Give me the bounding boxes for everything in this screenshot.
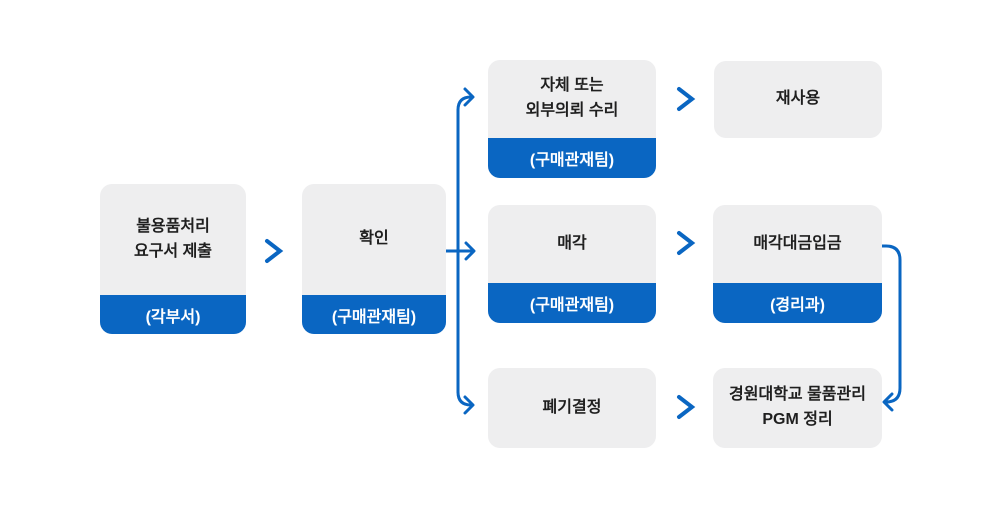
flow-node-pgm-cleanup: 경원대학교 물품관리 PGM 정리 [713,368,882,448]
node-label: 확인 [359,230,389,248]
node-label: 매각 [557,234,587,252]
node-department-band: (구매관재팀) [488,138,656,178]
flow-node-confirm: 확인 (구매관재팀) [302,184,446,334]
node-label: 경원대학교 물품관리 PGM 정리 [729,386,866,428]
chevron-right-icon [677,231,696,255]
chevron-right-icon [265,239,284,263]
arrowhead-to-pgm-icon [882,392,894,412]
node-label: 폐기결정 [542,398,602,416]
flow-node-sale: 매각 (구매관재팀) [488,205,656,323]
arrowhead-to-repair-icon [463,87,475,107]
node-label: 자체 또는 외부의뢰 수리 [525,77,619,119]
flow-node-reuse: 재사용 [714,61,882,138]
arrowhead-to-discard-icon [463,395,475,415]
node-label: 매각대금입금 [753,234,842,252]
flow-node-discard-decision: 폐기결정 [488,368,656,448]
node-department-band: (구매관재팀) [488,283,656,323]
chevron-right-icon [677,87,696,111]
node-department-band: (경리과) [713,283,882,323]
branch-connector-top-curve [456,95,473,112]
flow-node-repair: 자체 또는 외부의뢰 수리 (구매관재팀) [488,60,656,178]
chevron-right-icon [677,395,696,419]
return-connector [880,244,902,404]
node-label: 재사용 [775,90,821,108]
node-department-band: (구매관재팀) [302,295,446,334]
flow-node-request-submit: 불용품처리 요구서 제출 (각부서) [100,184,246,334]
branch-connector-bottom-curve [456,390,473,407]
arrowhead-to-sale-icon [464,241,476,261]
node-department-band: (각부서) [100,295,246,334]
node-label: 불용품처리 요구서 제출 [133,217,213,260]
flow-node-sale-deposit: 매각대금입금 (경리과) [713,205,882,323]
